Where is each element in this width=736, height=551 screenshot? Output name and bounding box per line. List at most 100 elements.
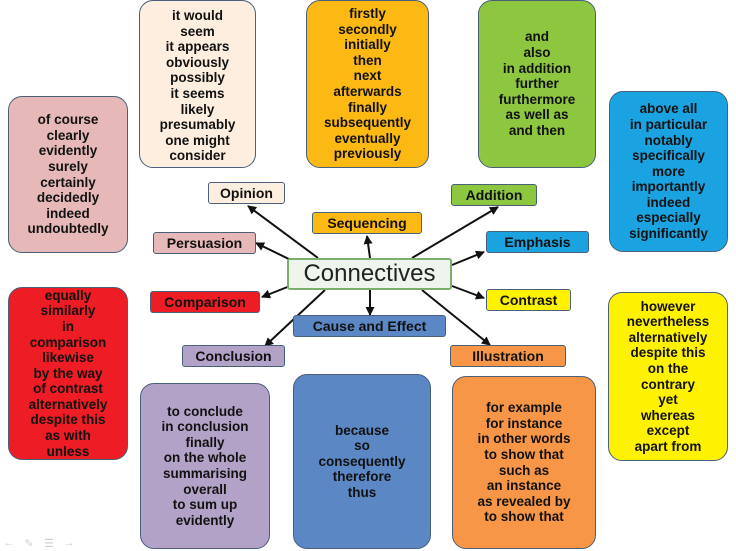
word-item: surely — [48, 158, 88, 174]
word-item: specifically — [632, 148, 705, 164]
viewer-toolbar: ← ✎ ☰ → — [2, 537, 76, 550]
label-sequencing: Sequencing — [312, 212, 422, 234]
word-item: in conclusion — [161, 419, 249, 435]
word-item: and — [524, 29, 549, 45]
word-item: indeed — [646, 194, 691, 210]
arrow-comparison — [261, 285, 291, 299]
word-item: certainly — [40, 174, 96, 190]
word-item: consider — [169, 148, 226, 164]
label-emphasis: Emphasis — [486, 231, 589, 253]
word-item: to show that — [484, 446, 564, 462]
label-contrast: Contrast — [486, 289, 571, 311]
menu-icon[interactable]: ☰ — [44, 537, 54, 550]
word-item: to conclude — [167, 403, 243, 419]
word-item: an instance — [486, 478, 562, 494]
word-item: finally — [185, 434, 225, 450]
word-item: on the whole — [163, 450, 247, 466]
word-item: previously — [333, 146, 402, 162]
word-item: next — [353, 68, 382, 84]
word-item: clearly — [46, 127, 90, 143]
arrow-illustration — [421, 289, 491, 346]
word-item: to sum up — [172, 497, 238, 513]
word-item: obviously — [165, 54, 229, 70]
arrow-addition — [411, 206, 499, 259]
word-item: as revealed by — [477, 493, 571, 509]
label-addition: Addition — [451, 184, 537, 206]
word-item: also — [523, 45, 551, 61]
word-item: especially — [636, 210, 701, 226]
word-item: finally — [347, 99, 387, 115]
word-item: it would — [172, 8, 223, 24]
arrow-sequencing — [363, 235, 373, 259]
label-opinion: Opinion — [208, 182, 285, 204]
word-item: likely — [180, 101, 215, 117]
word-item: as well as — [505, 107, 569, 123]
word-item: nevertheless — [626, 314, 710, 330]
word-item: thus — [347, 484, 377, 500]
word-item: consequently — [318, 453, 406, 469]
word-item: afterwards — [333, 84, 402, 99]
word-item: for instance — [485, 415, 563, 431]
word-item: more — [651, 163, 685, 179]
word-item: eventually — [334, 130, 401, 146]
word-item: notably — [644, 132, 693, 148]
word-item: in other words — [477, 431, 571, 447]
word-item: contrary — [640, 376, 696, 392]
word-item: significantly — [629, 226, 708, 242]
word-item: furthermore — [498, 91, 576, 107]
pencil-icon[interactable]: ✎ — [24, 537, 34, 550]
label-conclusion: Conclusion — [182, 345, 285, 367]
arrow-opinion — [247, 205, 319, 259]
word-item: likewise — [42, 350, 94, 366]
arrow-emphasis — [451, 250, 485, 266]
word-item: importantly — [631, 179, 706, 195]
word-item: equally — [44, 287, 92, 303]
word-item: it seems — [170, 86, 225, 101]
word-item: apart from — [634, 438, 702, 454]
word-item: secondly — [338, 21, 397, 37]
word-item: and then — [508, 122, 566, 138]
word-item: seem — [180, 23, 215, 39]
label-cause-effect: Cause and Effect — [293, 315, 446, 337]
word-item: evidently — [175, 512, 235, 528]
word-item: comparison — [29, 334, 107, 350]
word-item: summarising — [162, 466, 248, 481]
word-item: then — [353, 52, 382, 68]
word-item: therefore — [332, 469, 392, 485]
arrow-contrast — [451, 285, 485, 300]
word-item: of course — [37, 112, 99, 128]
word-item: except — [646, 423, 690, 439]
word-item: yet — [658, 392, 678, 408]
word-item: despite this — [630, 345, 706, 361]
word-item: decidedly — [36, 190, 100, 206]
arrow-left-icon[interactable]: ← — [3, 537, 15, 549]
word-item: subsequently — [323, 115, 412, 131]
arrow-right-icon[interactable]: → — [63, 537, 75, 549]
word-item: possibly — [170, 70, 225, 86]
word-item: whereas — [640, 407, 696, 423]
word-item: unless — [46, 443, 90, 459]
word-item: of contrast — [33, 381, 103, 397]
label-illustration: Illustration — [450, 345, 566, 367]
word-item: similarly — [40, 303, 96, 319]
word-item: overall — [183, 481, 227, 497]
word-item: in — [62, 318, 74, 334]
word-item: it appears — [165, 39, 230, 55]
label-persuasion: Persuasion — [153, 232, 256, 254]
word-item: one might — [165, 132, 230, 148]
word-item: undoubtedly — [27, 221, 109, 237]
word-item: initially — [344, 37, 391, 53]
word-item: by the way — [33, 365, 103, 381]
word-item: as with — [45, 428, 91, 444]
word-item: presumably — [159, 117, 236, 133]
word-item: alternatively — [628, 329, 708, 345]
word-item: evidently — [38, 143, 98, 159]
